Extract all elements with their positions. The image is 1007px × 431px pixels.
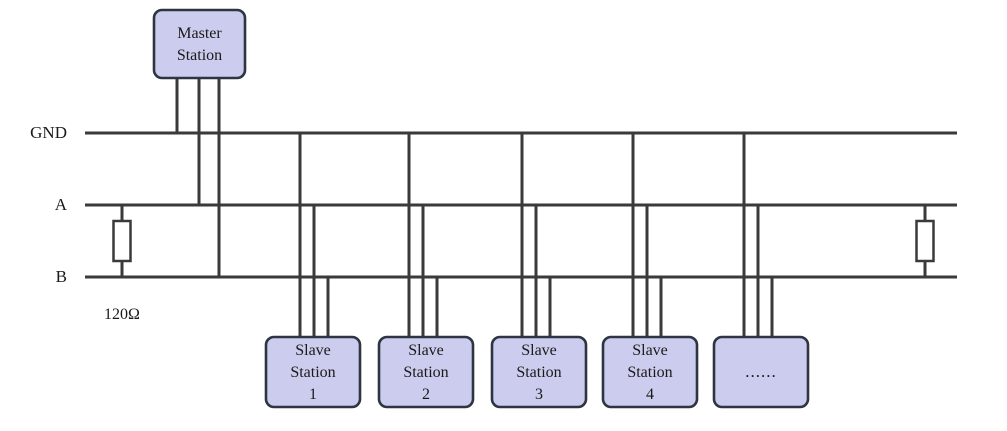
slave-station-1[interactable] (264, 335, 362, 409)
master-station-box-label-2: Station (177, 47, 222, 64)
slave-station-2[interactable] (377, 335, 475, 409)
wire-layer (175, 78, 774, 337)
left-terminator-label: 120Ω (104, 306, 140, 323)
terminator-layer (112, 205, 935, 277)
slave-station-3-label-3: 3 (535, 386, 543, 403)
bus-label-b: B (56, 267, 67, 286)
slave-station-more[interactable] (712, 335, 810, 409)
slave-station-1-label-2: Station (290, 364, 335, 381)
slave-station-4-label-2: Station (627, 364, 672, 381)
label-layer: GNDAB120ΩMasterStationSlaveStation1Slave… (30, 25, 777, 403)
slave-station-2-label-2: Station (403, 364, 448, 381)
bus-label-gnd: GND (30, 123, 67, 142)
master-station-box-label-1: Master (177, 25, 222, 42)
slave-station-4-label-1: Slave (632, 342, 668, 359)
slave-station-4-label-3: 4 (646, 386, 654, 403)
left-terminator-body (112, 219, 132, 263)
bus-line-layer (85, 131, 957, 279)
slave-station-4[interactable] (601, 335, 699, 409)
slave-station-1-label-1: Slave (295, 342, 331, 359)
slave-station-3-label-2: Station (516, 364, 561, 381)
slave-station-3[interactable] (490, 335, 588, 409)
slave-station-2-label-1: Slave (408, 342, 444, 359)
right-terminator-body (915, 219, 935, 263)
slave-station-2-label-3: 2 (422, 386, 430, 403)
slave-station-more-label-1: ...... (745, 362, 777, 381)
master-station-box[interactable] (152, 8, 247, 80)
bus-label-a: A (55, 195, 68, 214)
station-layer (152, 8, 810, 409)
slave-station-3-label-1: Slave (521, 342, 557, 359)
slave-station-1-label-3: 1 (309, 386, 317, 403)
